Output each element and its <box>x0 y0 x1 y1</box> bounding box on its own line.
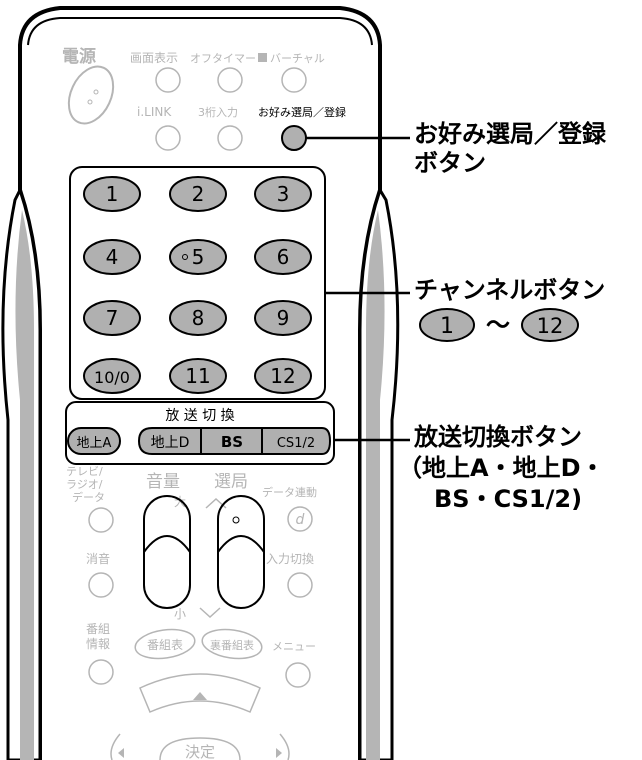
mute-button[interactable] <box>88 572 114 598</box>
channel-button-1[interactable] <box>83 176 141 212</box>
broadcast-header: 放 送 切 換 <box>165 408 234 424</box>
bcast-cs-label: CS1/2 <box>277 436 315 451</box>
channel-button-label-2: 2 <box>192 182 205 206</box>
channel-button-label-4: 4 <box>106 245 119 269</box>
callout-range-sep: 〜 <box>486 311 510 339</box>
3digit-label: 3桁入力 <box>198 105 238 119</box>
power-label: 電源 <box>62 46 96 67</box>
channel-button-6[interactable] <box>254 239 312 275</box>
favorite-callout-line2: ボタン <box>414 148 486 177</box>
program-info-label-2: 情報 <box>86 637 110 651</box>
favorite-button[interactable] <box>281 125 307 151</box>
display-button[interactable] <box>155 67 181 93</box>
data-d-label: d <box>296 512 305 528</box>
callout-ch1-label: 1 <box>440 314 454 339</box>
offtimer-button[interactable] <box>217 67 243 93</box>
tactile-dot <box>182 254 188 260</box>
channel-sel-label: 選局 <box>214 472 248 492</box>
bcast-chijo-a-button[interactable] <box>67 427 121 455</box>
ilink-button[interactable] <box>155 125 181 151</box>
3digit-button[interactable] <box>217 125 243 151</box>
favorite-callout-line1: お好み選局／登録 <box>414 120 606 148</box>
right-arrow-icon <box>276 748 282 758</box>
channel-button-label-9: 9 <box>277 306 290 330</box>
program-info-button[interactable] <box>88 659 114 685</box>
bcast-group-button[interactable] <box>137 427 332 455</box>
channel-button-label-5: 5 <box>192 245 205 269</box>
left-arrow-icon <box>118 748 124 758</box>
channel-button-11[interactable] <box>169 358 227 394</box>
virtual-icon <box>258 53 267 62</box>
volume-small-label: 小 <box>174 607 186 621</box>
up-arrow-button[interactable] <box>139 673 261 713</box>
broadcast-callout-line1: 放送切換ボタン <box>414 423 582 451</box>
bcast-chijo-a-label: 地上A <box>77 436 112 451</box>
power-button[interactable] <box>60 59 122 130</box>
channel-down-icon <box>199 607 221 619</box>
channel-button-4[interactable] <box>83 239 141 275</box>
back-program-guide-button[interactable] <box>200 626 263 662</box>
channel-callout: チャンネルボタン <box>414 276 606 304</box>
tv-label: テレビ/ <box>66 465 103 478</box>
up-arrow-icon <box>193 692 207 700</box>
ilink-label: i.LINK <box>137 105 172 119</box>
channel-button-12[interactable] <box>254 358 312 394</box>
broadcast-panel <box>65 401 335 465</box>
offtimer-label: オフタイマー <box>190 52 256 65</box>
program-guide-button[interactable] <box>133 626 196 662</box>
volume-label: 音量 <box>146 472 180 492</box>
data-label: データ <box>72 490 105 504</box>
channel-button-label-7: 7 <box>106 306 119 330</box>
callout-ch12-label: 12 <box>537 314 564 338</box>
channel-button-label-6: 6 <box>277 245 290 269</box>
channel-button-7[interactable] <box>83 300 141 336</box>
channel-button-label-1: 1 <box>106 182 119 206</box>
channel-button-label-12: 12 <box>270 364 295 388</box>
program-info-label-1: 番組 <box>86 622 110 636</box>
left-arrow-button[interactable] <box>110 733 121 760</box>
input-switch-label: 入力切換 <box>266 552 314 566</box>
channel-panel <box>69 166 326 400</box>
radio-label: ラジオ/ <box>66 478 103 491</box>
display-label: 画面表示 <box>130 51 178 65</box>
enter-button[interactable] <box>159 737 241 760</box>
virtual-label: バーチャル <box>270 52 325 65</box>
right-arrow-button[interactable] <box>279 733 290 760</box>
channel-button-label-11: 11 <box>185 364 210 388</box>
channel-button-label-3: 3 <box>277 182 290 206</box>
channel-button-5[interactable] <box>169 239 227 275</box>
back-program-guide-label: 裏番組表 <box>210 638 254 652</box>
bcast-chijo-d-label: 地上D <box>151 435 190 451</box>
callout-ch12-button <box>521 308 579 342</box>
channel-button-label-8: 8 <box>192 306 205 330</box>
tv-radio-data-button[interactable] <box>88 507 114 533</box>
broadcast-callout-line3: BS・CS1/2) <box>434 485 583 513</box>
channel-button-9[interactable] <box>254 300 312 336</box>
mute-label: 消音 <box>86 551 110 566</box>
bcast-bs-label: BS <box>221 433 243 451</box>
channel-button-10[interactable] <box>83 358 141 394</box>
menu-label: メニュー <box>272 640 316 653</box>
favorite-label: お好み選局／登録 <box>258 105 346 119</box>
menu-button[interactable] <box>285 662 311 688</box>
virtual-button[interactable] <box>281 67 307 93</box>
channel-button-3[interactable] <box>254 176 312 212</box>
favorite-callout: お好み選局／登録 ボタン <box>414 120 606 178</box>
channel-button-8[interactable] <box>169 300 227 336</box>
data-link-button[interactable] <box>287 506 313 532</box>
channel-button-2[interactable] <box>169 176 227 212</box>
input-switch-button[interactable] <box>287 572 313 598</box>
channel-button-label-10: 10/0 <box>94 368 130 387</box>
enter-label: 決定 <box>185 743 215 760</box>
program-guide-label: 番組表 <box>147 638 183 652</box>
callout-ch1-button <box>419 308 475 342</box>
data-link-label: データ連動 <box>262 485 317 499</box>
broadcast-callout-line2: （地上A・地上D・ <box>398 454 605 482</box>
